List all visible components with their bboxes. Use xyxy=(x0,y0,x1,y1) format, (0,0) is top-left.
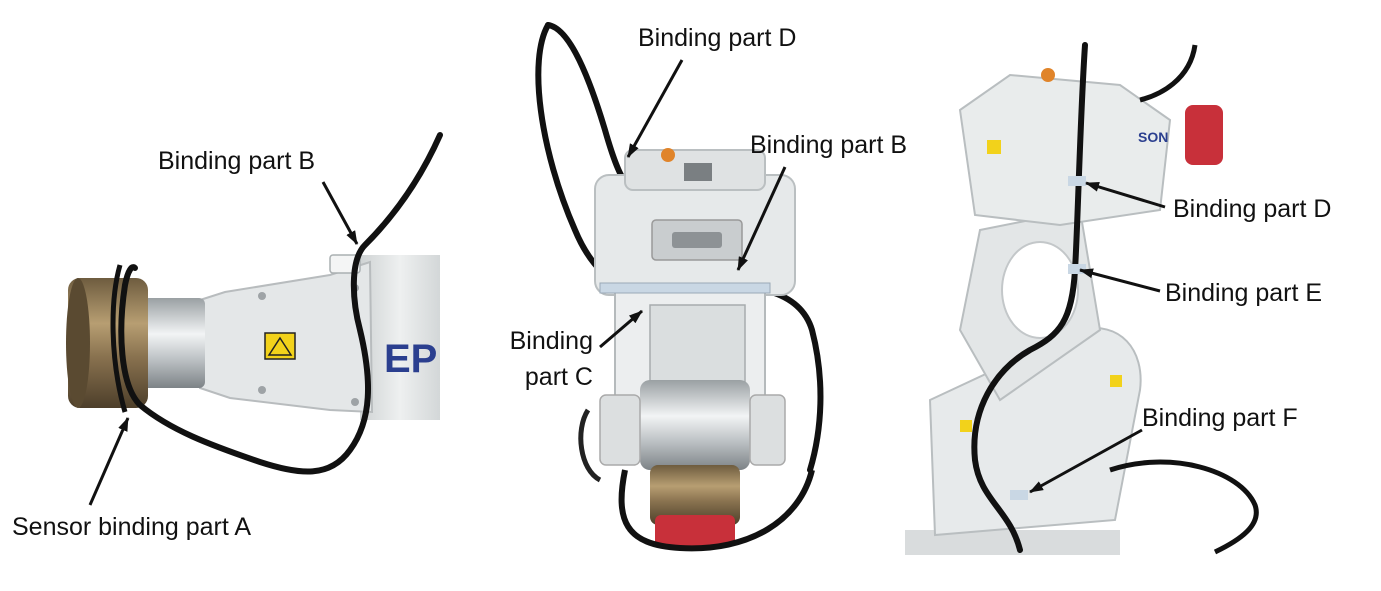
right-status-lamp xyxy=(1041,68,1055,82)
label-middle-binding-part-b: Binding part B xyxy=(750,131,908,159)
left-panel-photo xyxy=(66,132,443,475)
right-binding-clip-e xyxy=(1068,264,1086,274)
left-cable xyxy=(118,132,443,475)
left-arm-body xyxy=(360,255,440,420)
left-arrow-sensor-binding-a xyxy=(88,417,130,506)
label-right-binding-part-f: Binding part F xyxy=(1142,404,1298,432)
right-binding-clip-d xyxy=(1068,176,1086,186)
middle-red-flange xyxy=(655,515,735,547)
left-arrow-binding-b xyxy=(321,181,359,245)
right-arrow-binding-d xyxy=(1085,181,1166,209)
right-arrow-binding-e xyxy=(1079,268,1161,293)
right-arrow-binding-f xyxy=(1029,428,1143,494)
middle-arrow-binding-b xyxy=(736,166,787,271)
label-right-binding-part-d: Binding part D xyxy=(1173,195,1332,223)
middle-arrow-binding-c xyxy=(599,309,643,349)
middle-panel-photo xyxy=(535,22,824,552)
label-left-sensor-binding-part-a: Sensor binding part A xyxy=(12,513,252,541)
right-binding-clip-f xyxy=(1010,490,1028,500)
label-right-binding-part-e: Binding part E xyxy=(1165,279,1323,307)
right-upper-head xyxy=(958,73,1172,227)
middle-arrow-binding-d xyxy=(626,59,684,158)
middle-wrist-chrome xyxy=(640,380,750,470)
left-chrome-shaft xyxy=(140,298,205,388)
left-brand-text: EP xyxy=(384,337,437,381)
label-middle-binding-part-c-line1: Binding xyxy=(509,327,593,355)
middle-status-lamp xyxy=(661,148,675,162)
right-panel-photo xyxy=(905,42,1259,555)
middle-binding-band-b xyxy=(599,282,771,294)
right-red-flange xyxy=(1185,105,1223,165)
label-middle-binding-part-d: Binding part D xyxy=(638,24,797,52)
middle-sensor xyxy=(650,465,740,525)
right-brand-text: SON xyxy=(1138,129,1168,145)
label-left-binding-part-b: Binding part B xyxy=(158,147,316,175)
label-middle-binding-part-c-line2: part C xyxy=(524,363,593,391)
